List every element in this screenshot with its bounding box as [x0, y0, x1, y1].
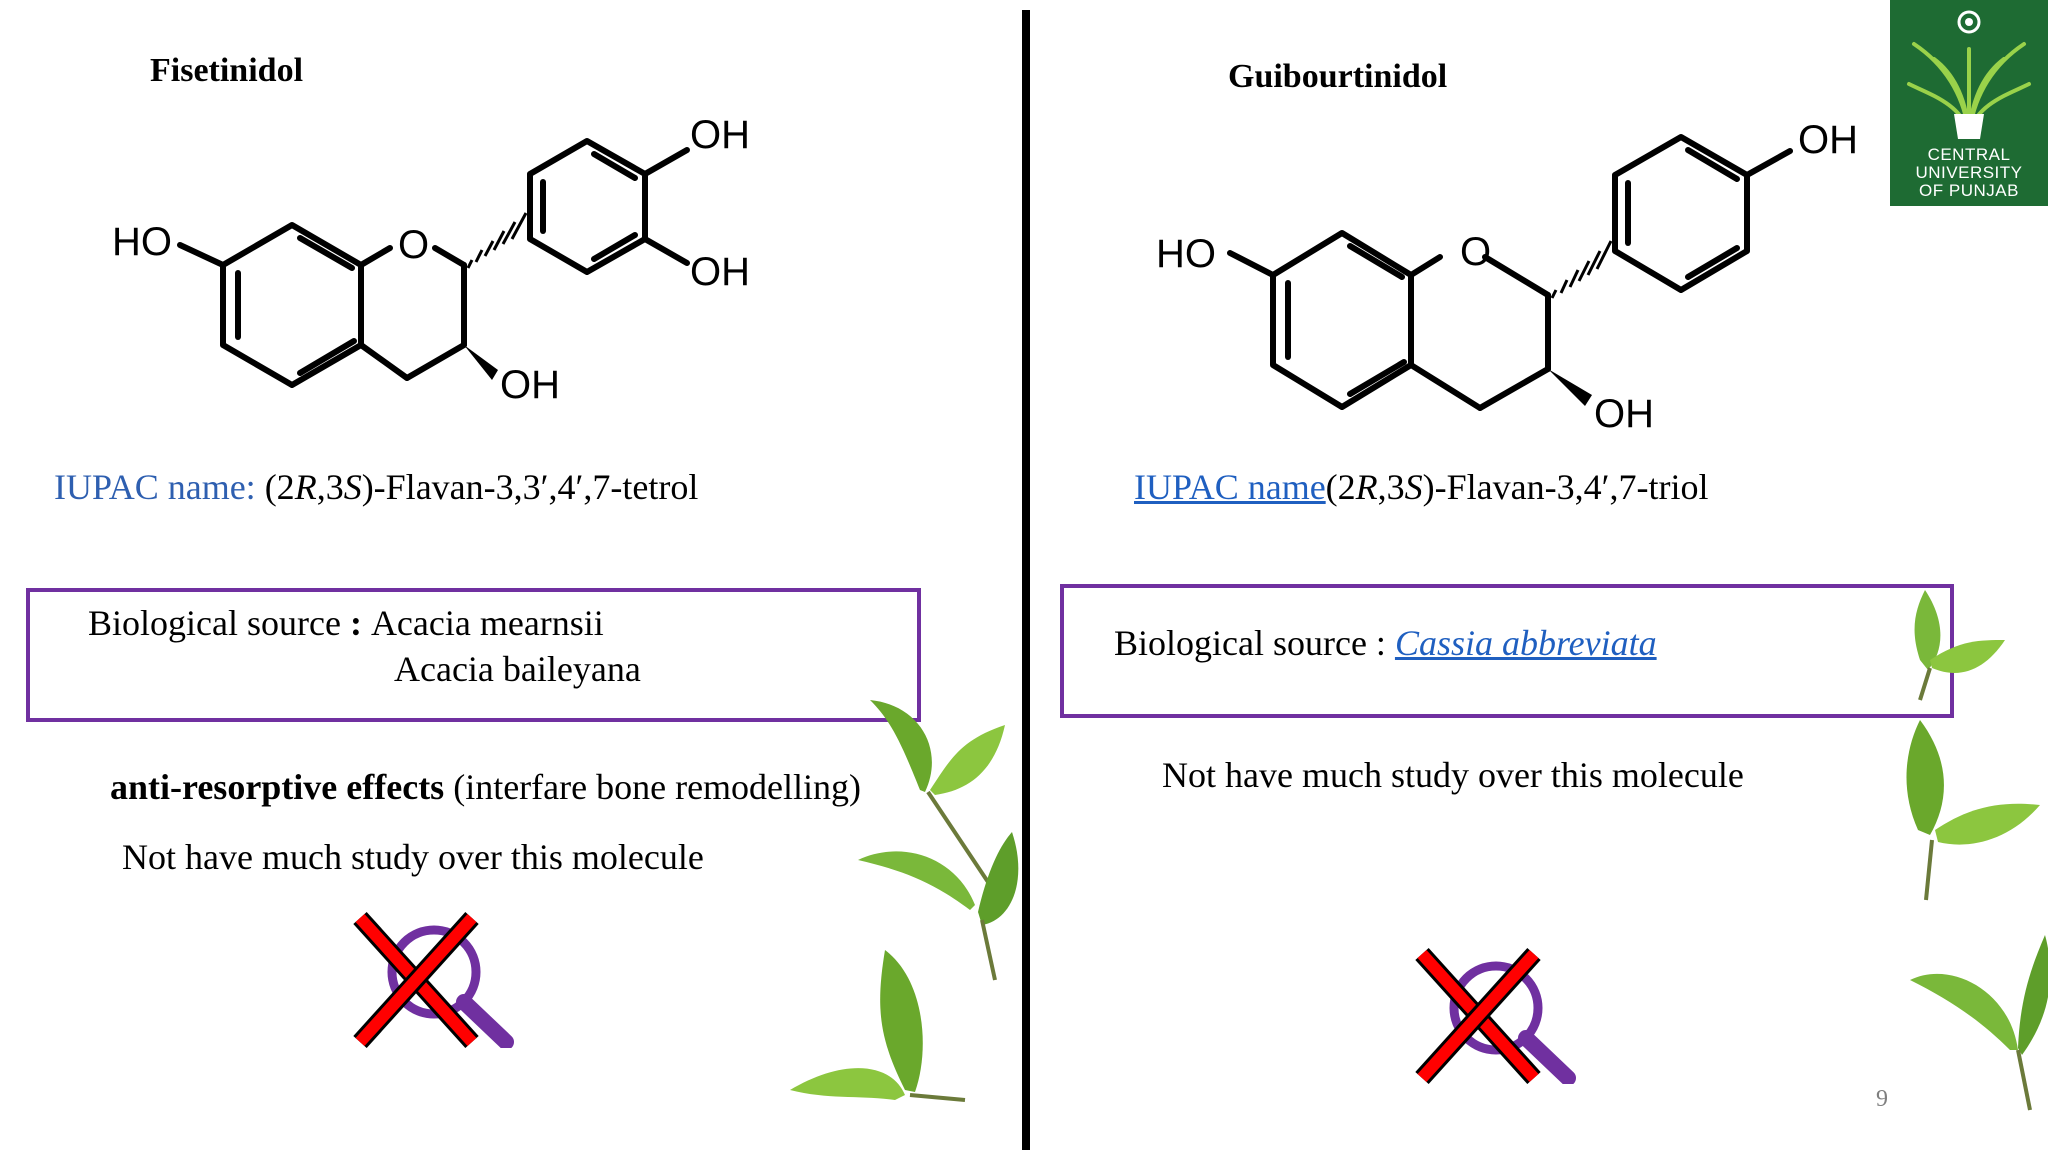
ring-oxygen-label: O — [398, 223, 429, 267]
iupac-text: ,3 — [316, 467, 344, 507]
note-text: Not have much study over this molecule — [122, 837, 704, 877]
source-colon: : — [340, 603, 371, 643]
fisetinidol-title: Fisetinidol — [150, 52, 304, 89]
source-line-1: Biological source : Acacia mearnsii — [88, 602, 604, 644]
page-number: 9 — [1876, 1086, 1888, 1112]
note-text: Not have much study over this molecule — [1162, 755, 1744, 795]
guibourtinidol-structure: OH HO O OH — [1156, 118, 1858, 436]
ring-oxygen-label: O — [1460, 230, 1491, 274]
source-species: Acacia baileyana — [394, 649, 641, 689]
fisetinidol-source-box: Biological source : Acacia mearnsii Acac… — [26, 588, 921, 722]
no-search-icon — [353, 911, 514, 1048]
iupac-text: S — [1404, 467, 1423, 507]
iupac-text: )-Flavan-3,4′,7-triol — [1422, 467, 1709, 507]
guibourtinidol-source-box: Biological source : Cassia abbreviata — [1060, 584, 1954, 718]
oh-label: OH — [500, 363, 560, 407]
guibourtinidol-iupac: IUPAC name(2R,3S)-Flavan-3,4′,7-triol — [1134, 466, 1708, 508]
source-line: Biological source : Cassia abbreviata — [1114, 622, 1657, 664]
iupac-link[interactable]: IUPAC name — [1134, 467, 1326, 507]
oh-label: OH — [1798, 118, 1858, 162]
effect-detail: (interfare bone remodelling) — [444, 767, 862, 807]
fisetinidol-iupac: IUPAC name: (2R,3S)-Flavan-3,3′,4′,7-tet… — [54, 466, 698, 508]
cassia-abbreviata-link[interactable]: Cassia abbreviata — [1394, 623, 1657, 663]
no-search-icon — [1415, 947, 1576, 1084]
leaf-icon — [1906, 590, 2048, 1111]
logo-line: CENTRAL — [1927, 145, 2011, 164]
ho-label: HO — [112, 220, 172, 264]
guibourtinidol-title: Guibourtinidol — [1228, 58, 1448, 95]
university-emblem-icon — [1907, 10, 2031, 139]
source-label: Biological source — [88, 603, 341, 643]
university-logo: CENTRAL UNIVERSITY OF PUNJAB — [1890, 0, 2048, 206]
iupac-text: S — [343, 467, 362, 507]
iupac-text: R — [1355, 467, 1378, 507]
oh-label: OH — [1594, 392, 1654, 436]
iupac-text: (2 — [255, 467, 295, 507]
effect-bold: anti-resorptive effects — [110, 767, 445, 807]
iupac-text: ,3 — [1377, 467, 1405, 507]
leaf-icon — [790, 700, 1019, 1102]
logo-line: UNIVERSITY — [1915, 163, 2023, 182]
fisetinidol-structure: OH OH HO O OH — [112, 113, 750, 407]
source-species: Acacia mearnsii — [370, 603, 604, 643]
ho-label: HO — [1156, 232, 1216, 276]
iupac-text: R — [294, 467, 317, 507]
logo-line: OF PUNJAB — [1919, 181, 2019, 200]
oh-label: OH — [690, 113, 750, 157]
iupac-text: (2 — [1325, 467, 1356, 507]
iupac-text: )-Flavan-3,3′,4′,7-tetrol — [361, 467, 699, 507]
effect-text: anti-resorptive effects (interfare bone … — [110, 766, 861, 808]
center-divider — [1022, 10, 1030, 1150]
source-label: Biological source : — [1114, 623, 1395, 663]
iupac-label: IUPAC name: — [54, 467, 256, 507]
oh-label: OH — [690, 250, 750, 294]
